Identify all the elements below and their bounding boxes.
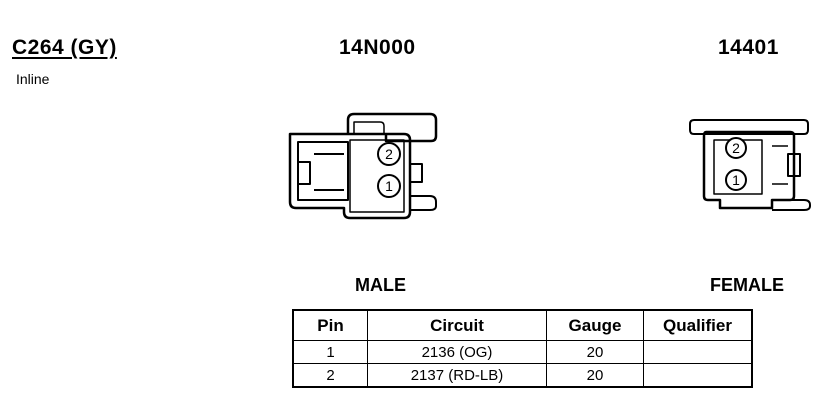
cell-gauge: 20	[546, 363, 644, 388]
male-part-number: 14N000	[339, 36, 416, 59]
header-qualifier: Qualifier	[643, 309, 753, 341]
cell-circuit: 2136 (OG)	[367, 340, 547, 364]
male-pin-1	[377, 174, 401, 198]
female-pin-2-label: 2	[732, 140, 740, 156]
cell-circuit: 2137 (RD-LB)	[367, 363, 547, 388]
male-pin-2	[377, 142, 401, 166]
cell-gauge: 20	[546, 340, 644, 364]
female-pin-1	[725, 169, 747, 191]
cell-pin: 2	[292, 363, 368, 388]
female-pin-2	[725, 137, 747, 159]
table-row: 2 2137 (RD-LB) 20	[292, 363, 753, 388]
connector-id: C264 (GY)	[12, 36, 117, 59]
table-row: 1 2136 (OG) 20	[292, 340, 753, 364]
male-pin-2-label: 2	[385, 146, 393, 162]
cell-pin: 1	[292, 340, 368, 364]
female-part-number: 14401	[718, 36, 779, 59]
header-gauge: Gauge	[546, 309, 644, 341]
male-connector-diagram: 2 1	[288, 112, 438, 220]
female-pin-1-label: 1	[732, 172, 740, 188]
pin-table-header: Pin Circuit Gauge Qualifier	[292, 309, 753, 341]
male-label: MALE	[355, 275, 406, 295]
female-label: FEMALE	[710, 275, 784, 295]
pin-table: Pin Circuit Gauge Qualifier 1 2136 (OG) …	[292, 309, 753, 388]
header-pin: Pin	[292, 309, 368, 341]
female-connector-diagram: 2 1	[689, 119, 811, 211]
cell-qualifier	[643, 340, 753, 364]
header-circuit: Circuit	[367, 309, 547, 341]
cell-qualifier	[643, 363, 753, 388]
male-pin-1-label: 1	[385, 178, 393, 194]
connector-location: Inline	[16, 71, 50, 87]
